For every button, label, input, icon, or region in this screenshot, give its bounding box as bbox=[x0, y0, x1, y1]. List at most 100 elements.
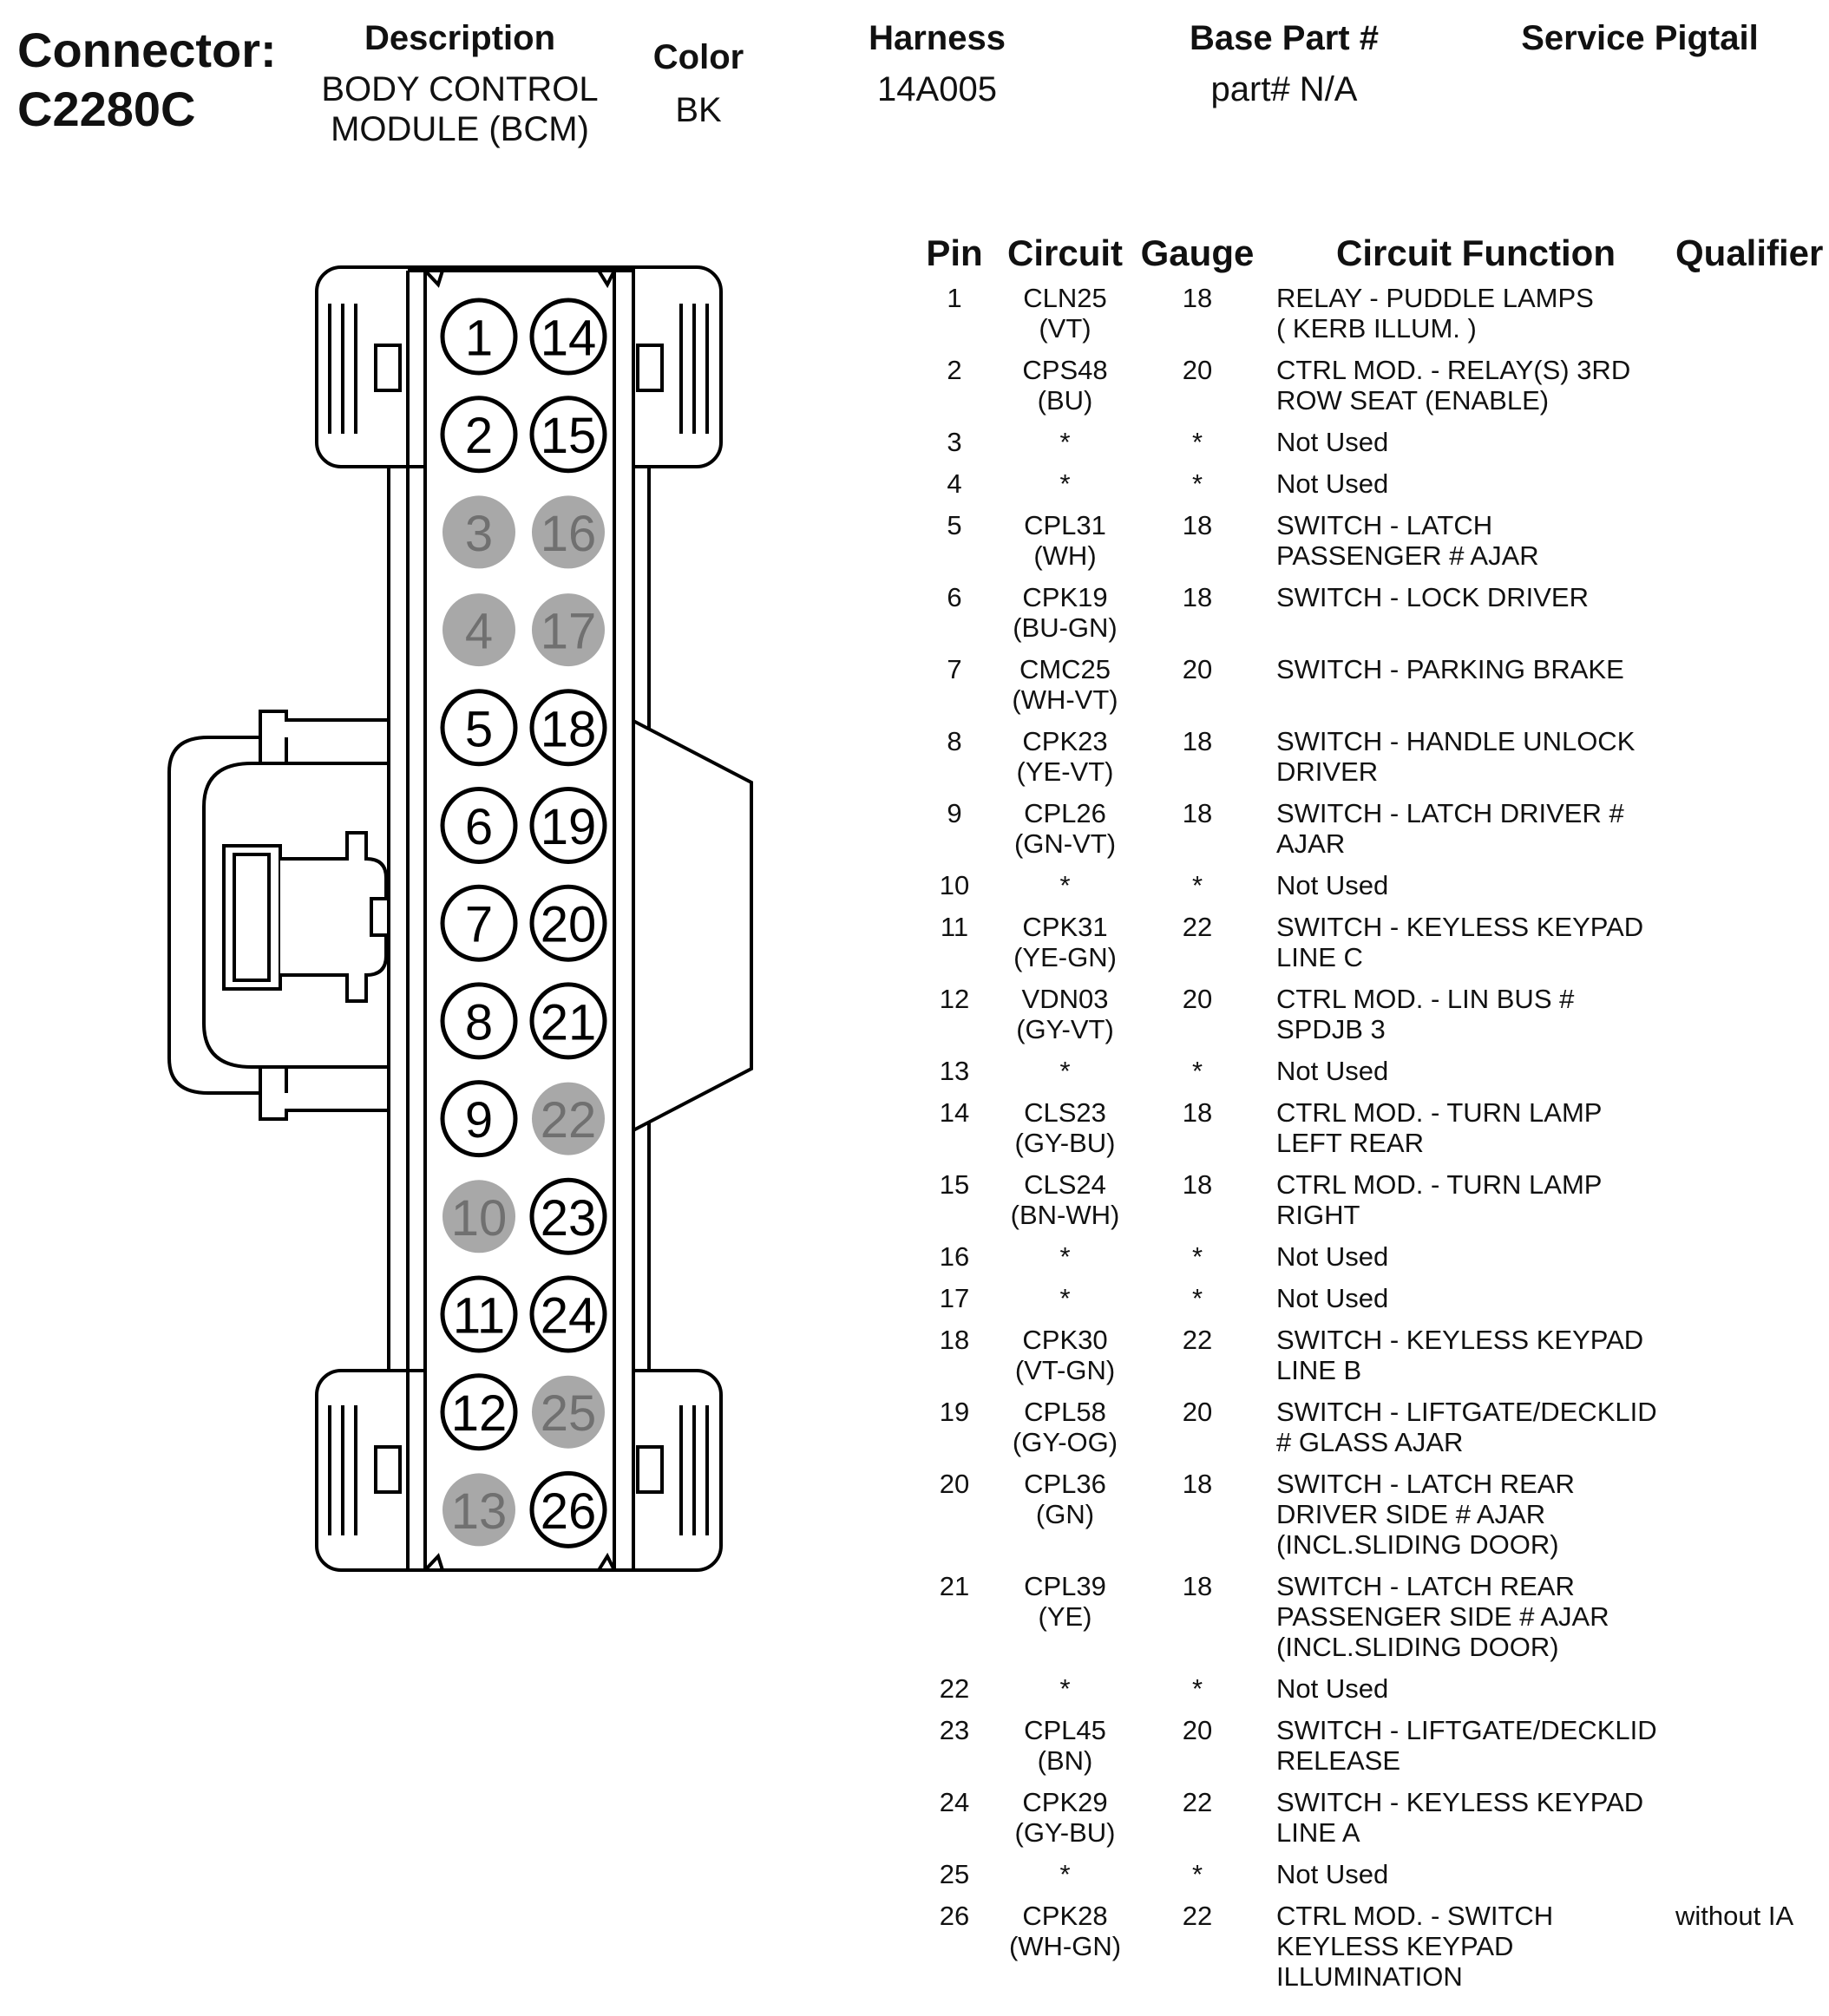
qualifier-cell bbox=[1675, 1283, 1823, 1325]
pin-cavity-unused bbox=[532, 593, 605, 667]
pin-number: 16 bbox=[541, 506, 597, 562]
header-function: Circuit Function bbox=[1336, 232, 1616, 273]
pin-cavity bbox=[440, 787, 518, 864]
pin-cell: 13 bbox=[939, 1056, 970, 1086]
function-cell: Not Used bbox=[1276, 1056, 1389, 1086]
pin-number: 17 bbox=[541, 604, 597, 660]
function-cell: CTRL MOD. - TURN LAMP LEFT REAR bbox=[1276, 1097, 1603, 1158]
pin-cavity bbox=[440, 1275, 518, 1353]
circuit-cell: * bbox=[1059, 427, 1071, 457]
pin-number: 1 bbox=[465, 311, 493, 367]
circuit-cell: CPS48 (BU) bbox=[1022, 355, 1108, 416]
circuit-cell: CPK31 (YE-GN) bbox=[1013, 912, 1117, 972]
pin-cavity bbox=[529, 982, 607, 1060]
pin-cavity bbox=[529, 396, 607, 474]
pin-cavity bbox=[440, 689, 518, 767]
gauge-cell: * bbox=[1191, 1673, 1203, 1704]
pin-number: 24 bbox=[541, 1288, 597, 1345]
function-cell: SWITCH - KEYLESS KEYPAD LINE B bbox=[1276, 1325, 1644, 1385]
gauge-cell: * bbox=[1191, 1283, 1203, 1313]
pin-cell: 26 bbox=[939, 1901, 970, 1931]
function-cell: Not Used bbox=[1276, 870, 1389, 900]
function-cell: SWITCH - LATCH REAR DRIVER SIDE # AJAR (… bbox=[1276, 1469, 1575, 1560]
pin-number: 2 bbox=[465, 408, 493, 464]
pin-cell: 11 bbox=[940, 912, 969, 942]
pin-number: 15 bbox=[541, 408, 597, 464]
pin-cell: 18 bbox=[939, 1325, 970, 1355]
circuit-cell: CPL58 (GY-OG) bbox=[1012, 1397, 1118, 1457]
pin-cell: 5 bbox=[947, 510, 962, 540]
pin-cavity bbox=[529, 1275, 607, 1353]
pin-cell: 17 bbox=[939, 1283, 970, 1313]
pin-number: 12 bbox=[451, 1385, 508, 1442]
pin-cell: 10 bbox=[939, 870, 970, 900]
pin-cell: 8 bbox=[947, 726, 962, 756]
qualifier-cell bbox=[1675, 1469, 1823, 1571]
pin-cavity bbox=[440, 884, 518, 962]
function-cell: SWITCH - LATCH DRIVER # AJAR bbox=[1276, 798, 1624, 859]
pin-cell: 14 bbox=[939, 1097, 970, 1128]
pin-cavity bbox=[529, 1470, 607, 1548]
pin-cavity bbox=[440, 298, 518, 376]
header-qualifier: Qualifier bbox=[1675, 232, 1824, 273]
pin-number: 22 bbox=[541, 1092, 597, 1149]
pin-cavity-unused bbox=[532, 495, 605, 569]
function-cell: SWITCH - LIFTGATE/DECKLID # GLASS AJAR bbox=[1276, 1397, 1657, 1457]
pin-cell: 16 bbox=[939, 1241, 970, 1272]
qualifier-cell bbox=[1675, 726, 1823, 798]
function-cell: SWITCH - KEYLESS KEYPAD LINE C bbox=[1276, 912, 1644, 972]
base-part-value: part# N/A bbox=[1210, 70, 1358, 108]
circuit-cell: CPK29 (GY-BU) bbox=[1014, 1787, 1116, 1848]
circuit-cell: CPL39 (YE) bbox=[1024, 1571, 1106, 1632]
qualifier-cell bbox=[1675, 984, 1823, 1056]
pin-cell: 2 bbox=[947, 355, 962, 385]
gauge-cell: * bbox=[1191, 1056, 1203, 1086]
pin-number: 23 bbox=[541, 1190, 597, 1247]
function-cell: Not Used bbox=[1276, 1241, 1389, 1272]
circuit-cell: * bbox=[1059, 1859, 1071, 1889]
gauge-cell: 22 bbox=[1182, 1787, 1213, 1817]
function-cell: CTRL MOD. - RELAY(S) 3RD ROW SEAT (ENABL… bbox=[1276, 355, 1631, 416]
circuit-cell: CPL26 (GN-VT) bbox=[1013, 798, 1117, 859]
qualifier-cell bbox=[1675, 912, 1823, 984]
header-pin: Pin bbox=[926, 232, 983, 273]
function-cell: CTRL MOD. - SWITCH KEYLESS KEYPAD ILLUMI… bbox=[1276, 1901, 1554, 1992]
pin-number: 21 bbox=[541, 994, 597, 1051]
pin-cell: 12 bbox=[939, 984, 970, 1014]
gauge-cell: 22 bbox=[1182, 1325, 1213, 1355]
gauge-cell: * bbox=[1191, 427, 1203, 457]
color-title: Color bbox=[652, 38, 744, 76]
circuit-cell: * bbox=[1059, 1283, 1071, 1313]
table-row: 22**Not Used bbox=[911, 1673, 1823, 1715]
function-cell: Not Used bbox=[1276, 468, 1389, 499]
circuit-cell: * bbox=[1059, 468, 1071, 499]
pin-cavity bbox=[529, 884, 607, 962]
function-cell: Not Used bbox=[1276, 1673, 1389, 1704]
pin-cavity bbox=[440, 982, 518, 1060]
pin-cell: 9 bbox=[947, 798, 962, 828]
gauge-cell: 20 bbox=[1182, 1715, 1213, 1745]
pin-number: 25 bbox=[541, 1385, 597, 1442]
pin-cell: 22 bbox=[939, 1673, 970, 1704]
function-cell: Not Used bbox=[1276, 1283, 1389, 1313]
qualifier-cell: without IA bbox=[1675, 1901, 1794, 1931]
gauge-cell: 20 bbox=[1182, 1397, 1213, 1427]
table-row: 3**Not Used bbox=[911, 427, 1823, 468]
gauge-cell: * bbox=[1191, 870, 1203, 900]
function-cell: Not Used bbox=[1276, 427, 1389, 457]
qualifier-cell bbox=[1675, 1715, 1823, 1787]
function-cell: SWITCH - LOCK DRIVER bbox=[1276, 582, 1589, 612]
gauge-cell: 22 bbox=[1182, 912, 1213, 942]
pin-cavity bbox=[529, 689, 607, 767]
pin-number: 18 bbox=[541, 701, 597, 757]
gauge-cell: 20 bbox=[1182, 355, 1213, 385]
